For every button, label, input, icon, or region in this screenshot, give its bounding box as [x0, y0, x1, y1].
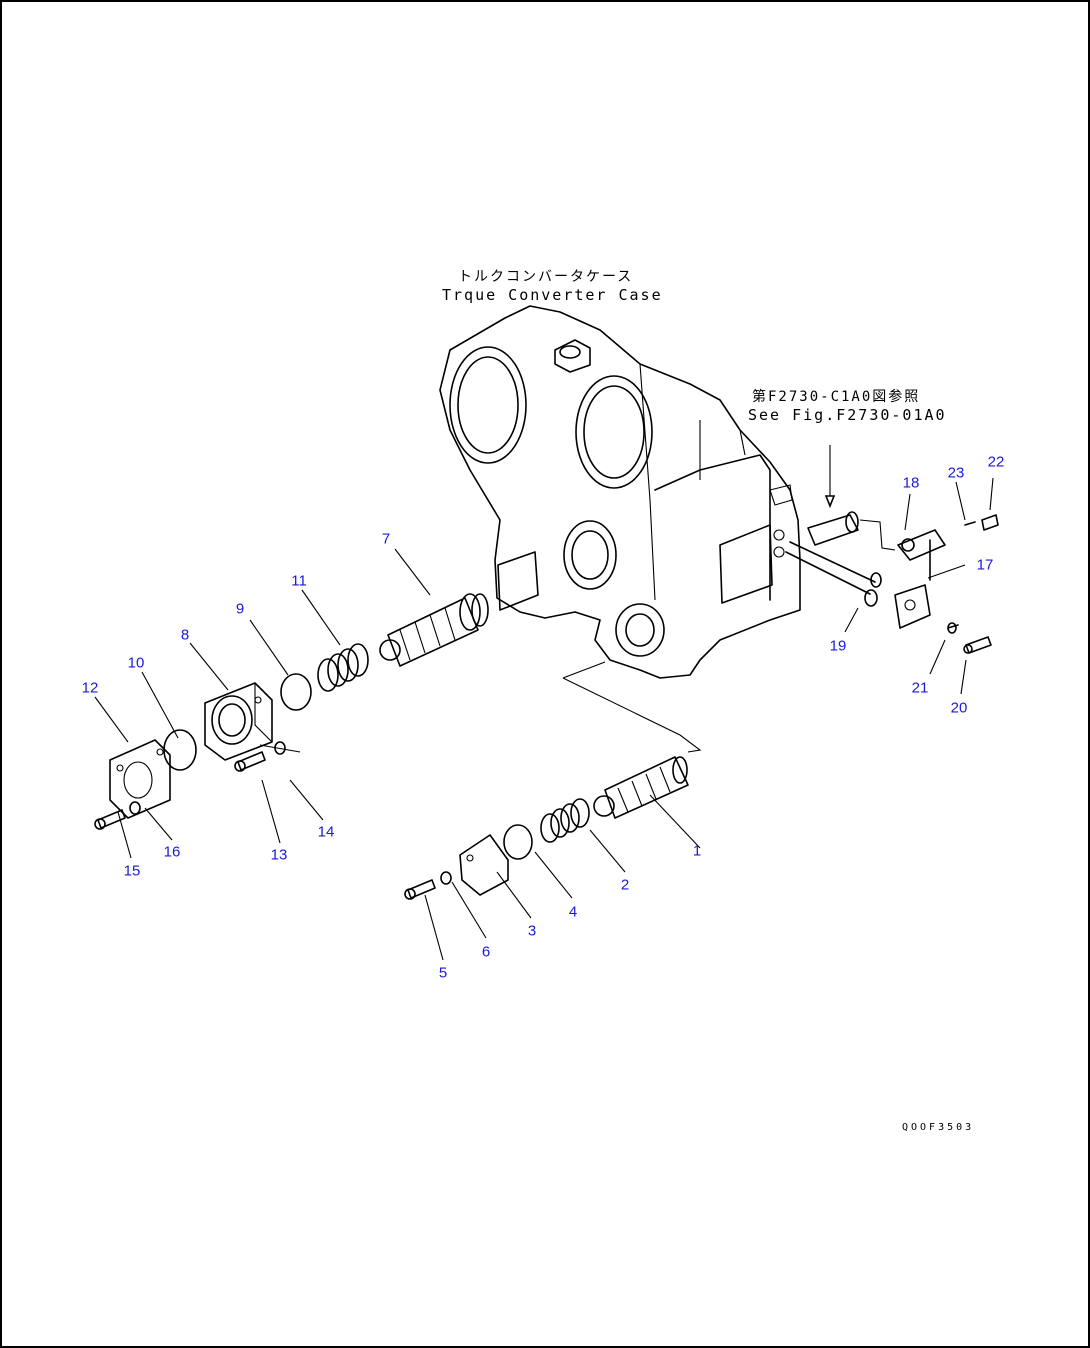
callout-15[interactable]: 15 [123, 862, 141, 880]
callout-23[interactable]: 23 [947, 464, 965, 482]
part-2-spring [540, 798, 590, 843]
drawing-id: QOOF3503 [902, 1122, 975, 1133]
callout-7[interactable]: 7 [381, 530, 391, 548]
part-7-strainer [379, 593, 489, 667]
callout-20[interactable]: 20 [950, 699, 968, 717]
ref-caption-en: See Fig.F2730-01A0 [748, 406, 947, 424]
part-8-housing [204, 682, 273, 761]
callout-3[interactable]: 3 [527, 922, 537, 940]
case-caption-jp: トルクコンバータケース [458, 269, 634, 285]
callout-12[interactable]: 12 [81, 679, 99, 697]
callout-11[interactable]: 11 [291, 572, 307, 590]
part-10-o-ring [163, 729, 197, 771]
ref-caption-jp: 第F2730-C1A0図参照 [752, 389, 921, 405]
callout-10[interactable]: 10 [127, 654, 145, 672]
callout-8[interactable]: 8 [180, 626, 190, 644]
callout-22[interactable]: 22 [987, 453, 1005, 471]
callout-5[interactable]: 5 [438, 964, 448, 982]
part-4-o-ring [503, 824, 533, 860]
callout-2[interactable]: 2 [620, 876, 630, 894]
torque-converter-case [439, 305, 801, 679]
part-12-cover [109, 739, 171, 819]
callout-19[interactable]: 19 [829, 637, 847, 655]
part-9-o-ring [280, 673, 312, 711]
bolts-bottom [404, 871, 452, 900]
part-11-spring [317, 643, 369, 692]
case-caption-en: Trque Converter Case [442, 286, 663, 304]
callout-21[interactable]: 21 [911, 679, 929, 697]
callout-13[interactable]: 13 [270, 846, 288, 864]
callout-9[interactable]: 9 [235, 600, 245, 618]
bolts-left [94, 741, 286, 830]
callout-17[interactable]: 17 [976, 556, 994, 574]
callout-1[interactable]: 1 [692, 842, 702, 860]
callout-18[interactable]: 18 [902, 474, 920, 492]
callout-4[interactable]: 4 [568, 903, 578, 921]
right-parts [785, 511, 999, 654]
leader-lines [94, 445, 994, 961]
part-1-strainer [593, 756, 689, 819]
callout-6[interactable]: 6 [481, 943, 491, 961]
part-3-cover [459, 834, 509, 896]
callout-14[interactable]: 14 [317, 823, 335, 841]
callout-16[interactable]: 16 [163, 843, 181, 861]
